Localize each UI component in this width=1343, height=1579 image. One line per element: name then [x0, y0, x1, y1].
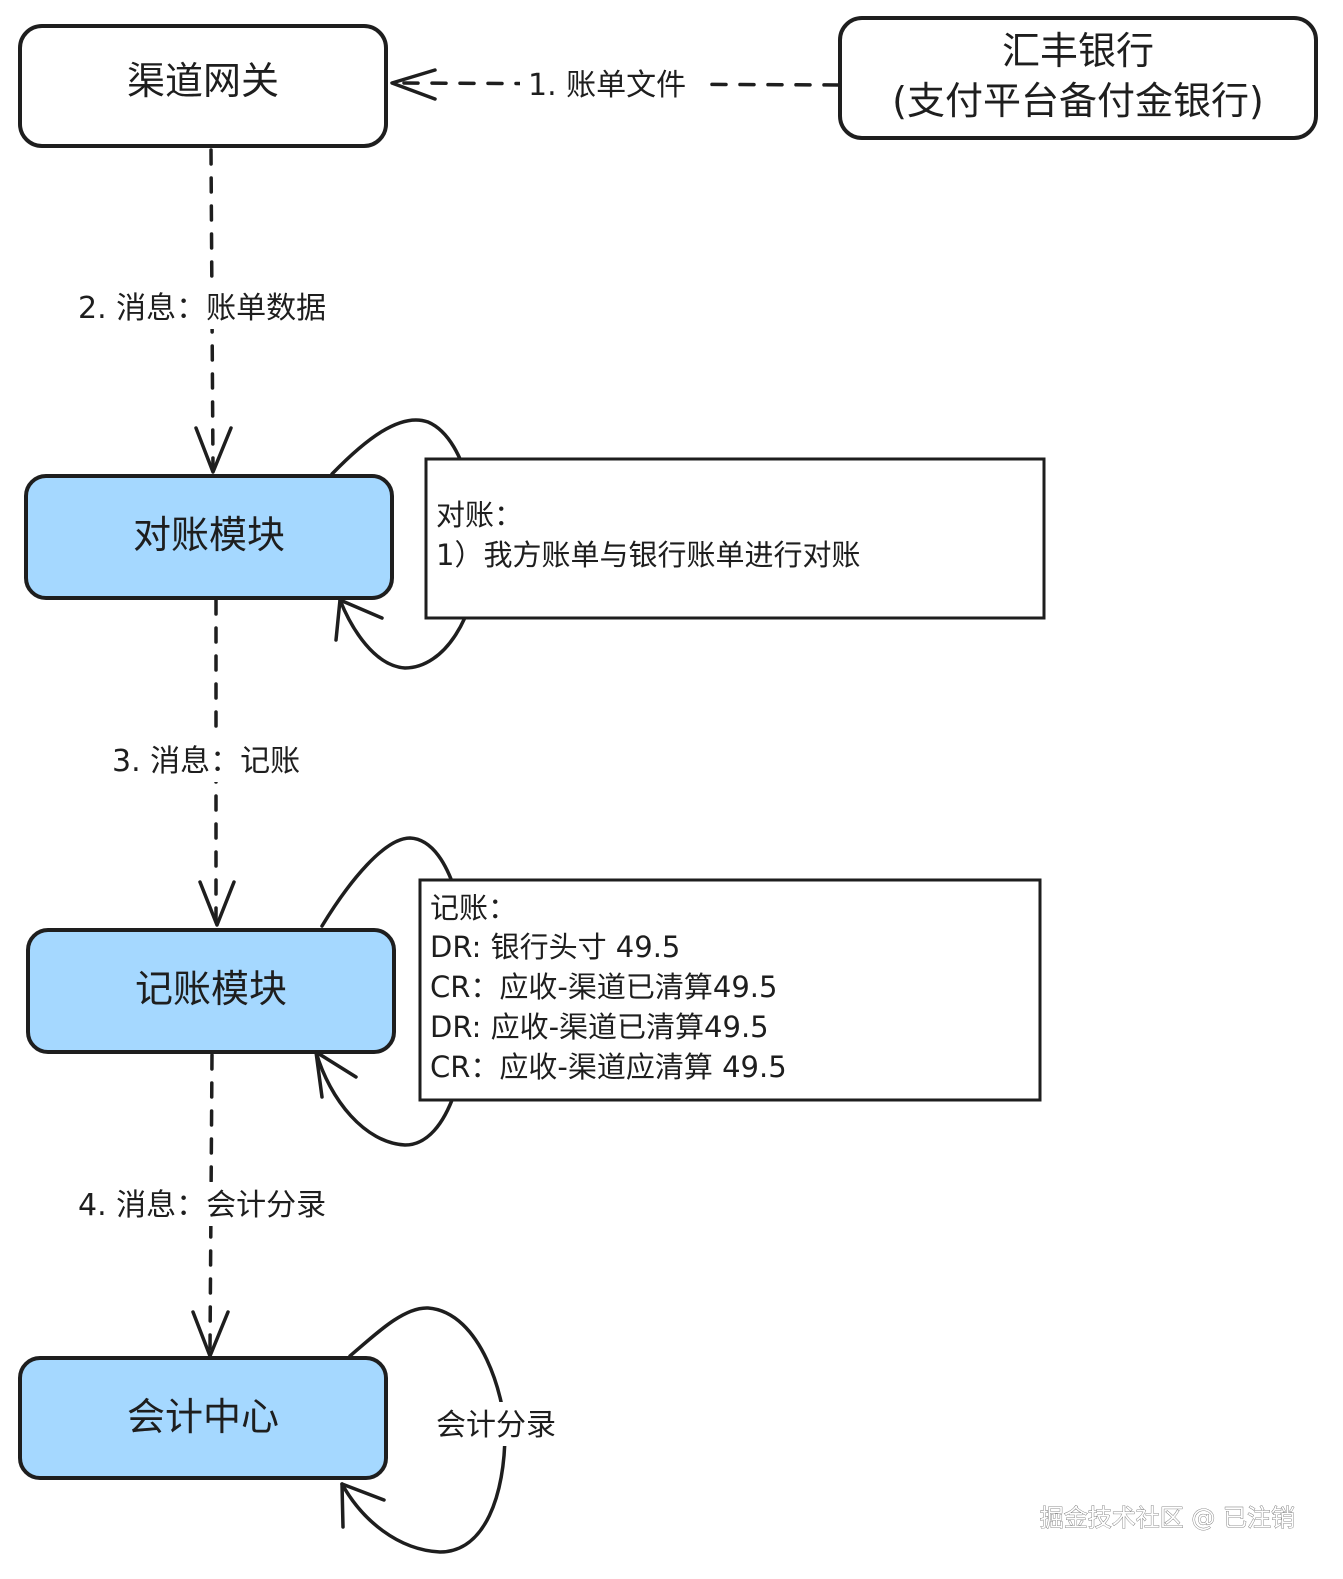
node-reconcile-module-box: [24, 474, 394, 600]
arrowhead-loop-icon: [340, 1482, 386, 1529]
edge-label-bill-data: 2. 消息：账单数据: [78, 291, 326, 326]
note-reconcile-box: [424, 457, 1046, 620]
note-bookkeeping-line: 记账：: [430, 891, 517, 925]
edge-label-bg: [74, 1182, 354, 1226]
edge-bill-data-line: [209, 148, 215, 470]
note-bookkeeping-line: DR: 银行头寸 49.5: [430, 930, 680, 964]
edge-bookkeeping-msg: 3. 消息：记账: [108, 598, 328, 927]
node-channel-gateway-label: 渠道网关: [127, 59, 279, 103]
self-loop-accounting-label: 会计分录: [436, 1408, 556, 1443]
edge-bill-data: 2. 消息：账单数据: [74, 148, 354, 474]
watermark: 掘金技术社区 @ 已注销: [1040, 1504, 1295, 1532]
note-reconcile: 对账： 1）我方账单与银行账单进行对账: [424, 457, 1046, 620]
node-reconcile-module[interactable]: 对账模块: [24, 474, 394, 600]
node-hsbc-bank[interactable]: 汇丰银行 (支付平台备付金银行): [838, 16, 1318, 140]
edge-label-bookkeeping: 3. 消息：记账: [112, 744, 300, 779]
node-bookkeeping-module-box: [26, 928, 396, 1054]
node-bookkeeping-module-label: 记账模块: [135, 967, 287, 1011]
node-bookkeeping-module[interactable]: 记账模块: [26, 928, 396, 1054]
note-bookkeeping-line: DR: 应收-渠道已清算49.5: [430, 1010, 769, 1044]
node-channel-gateway-box: [18, 24, 388, 148]
node-accounting-center[interactable]: 会计中心: [18, 1356, 388, 1480]
node-accounting-center-label: 会计中心: [127, 1395, 279, 1439]
node-channel-gateway[interactable]: 渠道网关: [18, 24, 388, 148]
edge-bill-file-line: [393, 81, 840, 87]
arrowhead-down-icon: [198, 880, 236, 927]
arrowhead-loop-icon: [314, 1050, 358, 1099]
node-reconcile-module-label: 对账模块: [133, 513, 285, 557]
edge-label-bill-file: 1. 账单文件: [528, 68, 686, 103]
edge-bill-file: 1. 账单文件: [390, 62, 840, 104]
note-bookkeeping-box: [418, 878, 1042, 1102]
node-hsbc-bank-box: [838, 16, 1318, 140]
node-hsbc-bank-subtitle: (支付平台备付金银行): [892, 79, 1264, 123]
edge-label-bg: [108, 738, 328, 782]
edge-journal-msg: 4. 消息：会计分录: [74, 1053, 354, 1358]
note-reconcile-line: 对账：: [436, 498, 523, 532]
note-bookkeeping-line: CR：应收-渠道应清算 49.5: [430, 1050, 787, 1084]
arrowhead-down-icon: [194, 426, 233, 474]
note-bookkeeping: 记账： DR: 银行头寸 49.5 CR：应收-渠道已清算49.5 DR: 应收…: [418, 878, 1042, 1102]
self-loop-label-bg: [432, 1402, 568, 1446]
arrowhead-left-icon: [390, 68, 437, 101]
edge-label-journal: 4. 消息：会计分录: [78, 1188, 326, 1223]
node-hsbc-bank-title: 汇丰银行: [1002, 29, 1154, 73]
edge-label-bg: [520, 62, 706, 104]
node-accounting-center-box: [18, 1356, 388, 1480]
edge-label-bg: [74, 285, 354, 329]
self-loop-accounting: 会计分录: [340, 1306, 568, 1554]
note-reconcile-line: 1）我方账单与银行账单进行对账: [436, 538, 860, 572]
note-bookkeeping-line: CR：应收-渠道已清算49.5: [430, 970, 777, 1004]
